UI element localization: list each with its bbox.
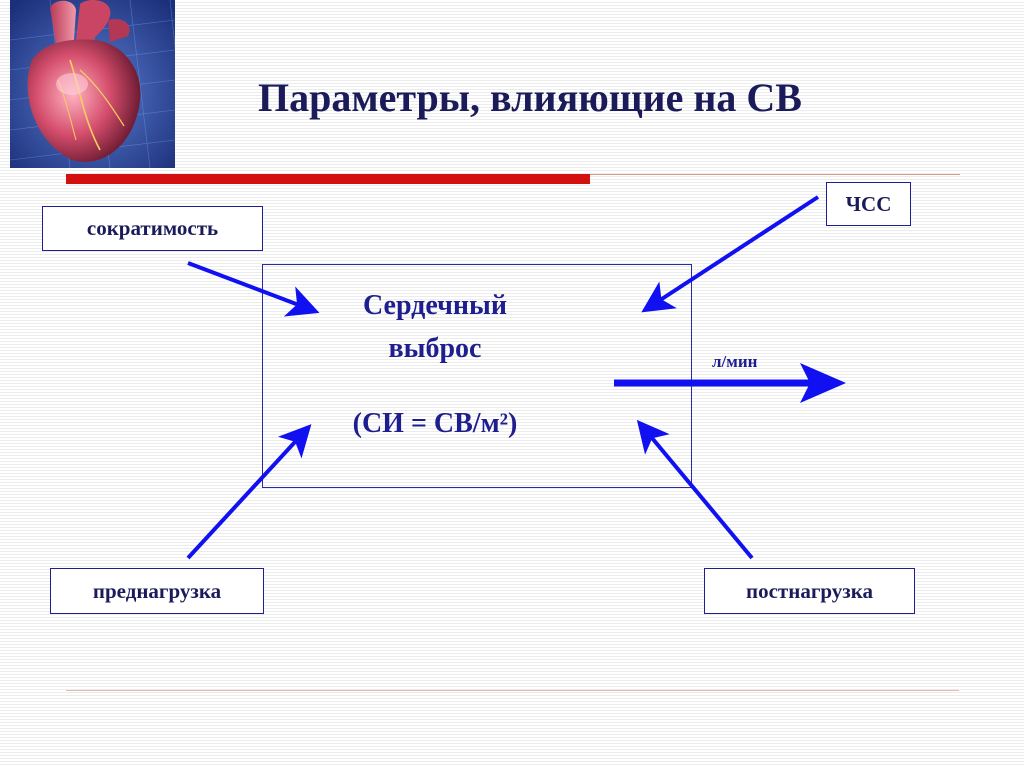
cardiac-output-label-line-1: Сердечный [362,290,507,321]
output-unit-label: л/мин [712,352,758,371]
footer-divider [66,690,959,691]
heart-image [10,0,175,168]
cardiac-index-formula: (СИ = СВ/м²) [352,408,518,439]
title-underline-red [66,174,590,184]
slide-title: Параметры, влияющие на СВ [258,75,802,120]
factor-heart-rate: ЧСС [826,182,911,226]
factor-afterload: постнагрузка [704,568,915,614]
factor-preload: преднагрузка [50,568,264,614]
factor-contractility: сократимость [42,206,263,251]
title-underline-thin [590,174,960,175]
cardiac-output-label-line-2: выброс [388,333,482,364]
cardiac-output-box [262,264,692,488]
